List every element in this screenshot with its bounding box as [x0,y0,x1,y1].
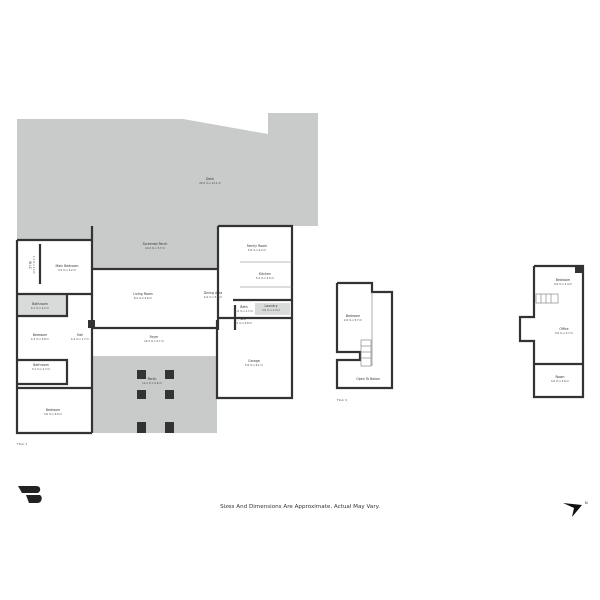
room-label: Bedroom [33,333,47,337]
room-dimensions: 4.4 m x 5.4 m [204,295,223,299]
room-label: Dining Area [204,291,223,295]
room-label: WC [240,317,246,321]
screened-porch-area [92,226,218,269]
bathroom-area [17,294,67,316]
room-dimensions: 8.2 m x 4.6 m [134,296,153,300]
room-dimensions: 11.2 m x 5.6 m [142,381,162,385]
room-label: Room [555,375,564,379]
room-label: W.I.C [28,261,32,270]
room-dimensions: 3.6 m x 3.7 m [555,331,574,335]
laundry-area [255,303,290,315]
room-dimensions: 2.6 m x 5.7 m [344,318,363,322]
room-label: Deck [206,177,214,181]
room-dimensions: 2.1 m x 1.0 m [32,256,36,275]
room-label: Laundry [265,304,278,308]
room-label: Office [559,327,568,331]
floor-3-labels: Bedroom 3.6 m x 3.4 m Office 3.6 m x 3.7… [551,278,574,383]
room-label: Bathroom [33,363,49,367]
room-label: Bath [240,305,247,309]
floor-3-walls [518,264,585,399]
room-label: Foyer [150,335,160,339]
room-dimensions: 5.8 m x 6.1 m [245,363,264,367]
room-label: Bedroom [556,278,570,282]
room-label: Living Room [133,292,153,296]
room-dimensions: 1.6 m x 1.7 m [235,309,254,313]
room-dimensions: 24.0 m x 13.1 m [199,181,221,185]
room-dimensions: 3.6 m x 3.6 m [44,412,63,416]
room-dimensions: 4.1 m x 2.2 m [31,306,50,310]
room-dimensions: 10.4 m x 3.7 m [145,246,165,250]
room-dimensions: 4.4 m x 1.7 m [71,337,90,341]
floor-label: Floor 2 [337,398,347,402]
room-label: Screened Porch [143,242,168,246]
deck-area [17,113,318,240]
room-label: Hall [77,333,83,337]
room-label: Bedroom [46,408,60,412]
room-dimensions: 10.3 m x 2.7 m [144,339,164,343]
floor-1-labels: Deck 24.0 m x 13.1 m Screened Porch 10.4… [17,177,281,446]
room-dimensions: 5.2 m x 2.5 m [256,276,275,280]
floor-label: Floor 1 [17,442,27,446]
room-label: Porch [148,377,157,381]
disclaimer-text: Sizes And Dimensions Are Approximate, Ac… [220,504,380,510]
room-label: Garage [248,359,260,363]
floor-2-labels: Bedroom 2.6 m x 5.7 m Open To Below Floo… [337,314,380,402]
floor-1-walls [15,224,294,435]
brand-logo [18,486,42,503]
room-label: Kitchen [259,272,271,276]
room-dimensions: 5.6 m x 4.2 m [248,248,267,252]
room-dimensions: 3.9 m x 4.2 m [58,268,77,272]
room-label: Family Room [247,244,267,248]
room-dimensions: 4.3 m x 3.8 m [31,337,50,341]
porch-area [92,356,217,433]
room-dimensions: 3.1 m x 1.7 m [32,367,51,371]
room-label: Main Bedroom [55,264,78,268]
floor-2-walls [335,281,394,390]
room-dimensions: 1.3 m x 0.8 m [234,321,253,325]
north-arrow-icon: N [563,501,588,517]
compass-letter: N [585,501,588,505]
room-label: Bedroom [346,314,360,318]
room-label: Bathroom [32,302,48,306]
room-dimensions: 3.6 m x 3.4 m [554,282,573,286]
room-dimensions: 3.6 m x 2.6 m [551,379,570,383]
room-dimensions: 3.0 m x 1.4 m [262,308,281,312]
room-label: Open To Below [356,377,380,381]
